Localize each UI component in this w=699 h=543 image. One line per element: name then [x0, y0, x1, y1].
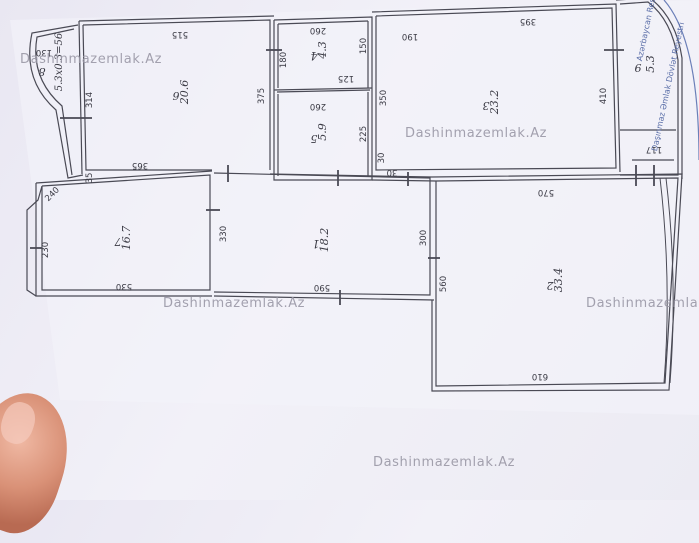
dim-350: 350 — [379, 90, 389, 106]
watermark-5: Dashinmazemlak.Az — [373, 455, 516, 470]
floor-plan: 6 20.6 4 4.3 5 5.9 3 23.2 1 18.2 7 16.7 … — [10, 0, 699, 415]
room-9-number: 9 — [635, 61, 642, 74]
room-4-number: 4 — [311, 49, 319, 62]
dim-314: 314 — [85, 92, 95, 108]
outer-wall — [26, 0, 683, 392]
room-7-area: 16.7 — [120, 226, 133, 251]
room-8-number: 8 — [39, 65, 46, 78]
dim-375: 375 — [257, 88, 267, 104]
dim-365: 365 — [132, 160, 148, 170]
dim-300: 300 — [419, 230, 429, 246]
dim-590: 590 — [314, 282, 330, 292]
room-1-number: 1 — [313, 237, 320, 250]
dim-515: 515 — [172, 29, 188, 39]
dim-150: 150 — [359, 38, 369, 54]
dim-125: 125 — [338, 73, 354, 83]
room-1-area: 18.2 — [318, 228, 331, 253]
room-6-number: 6 — [173, 89, 180, 102]
dim-35: 35 — [85, 173, 95, 184]
dim-610: 610 — [532, 371, 548, 381]
watermark-3: Dashinmazemlak.Az — [163, 296, 306, 311]
room-6-area: 20.6 — [178, 80, 191, 106]
watermark-4: Dashinmazemlak.Az — [586, 296, 699, 311]
paper-sheet — [10, 0, 699, 415]
room-2-number: 2 — [547, 279, 555, 292]
room-8-area: 5.3x0.3=56 — [54, 32, 65, 91]
room-3-number: 3 — [483, 99, 490, 112]
room-5-number: 5 — [311, 132, 318, 145]
room-9-area: 5.3 — [644, 55, 657, 73]
watermark-1: Dashinmazemlak.Az — [20, 52, 163, 67]
dim-530: 530 — [116, 281, 132, 291]
dim-260-top: 260 — [310, 25, 326, 35]
dim-190: 190 — [402, 31, 418, 41]
room-2-area: 33.4 — [552, 268, 565, 293]
dim-330: 330 — [219, 226, 229, 242]
dim-225: 225 — [359, 126, 369, 142]
watermark-2: Dashinmazemlak.Az — [405, 126, 548, 141]
dim-230: 230 — [41, 242, 51, 258]
dim-180: 180 — [279, 52, 289, 68]
room-5-area: 5.9 — [316, 123, 329, 141]
room-3-area: 23.2 — [488, 90, 501, 116]
dim-30-b: 30 — [387, 167, 398, 177]
dim-117: 117 — [646, 144, 662, 154]
dim-570: 570 — [538, 187, 554, 197]
room-7-number: 7 — [115, 235, 122, 248]
dim-410: 410 — [599, 88, 609, 104]
room-4-area: 4.3 — [316, 41, 329, 60]
dim-30-a: 30 — [377, 153, 387, 164]
dim-395: 395 — [520, 16, 536, 26]
dim-560: 560 — [439, 276, 449, 292]
dim-130: 130 — [36, 47, 52, 57]
dim-260-mid: 260 — [310, 101, 326, 111]
stamp-arc — [663, 0, 699, 161]
door-markers — [30, 49, 655, 305]
